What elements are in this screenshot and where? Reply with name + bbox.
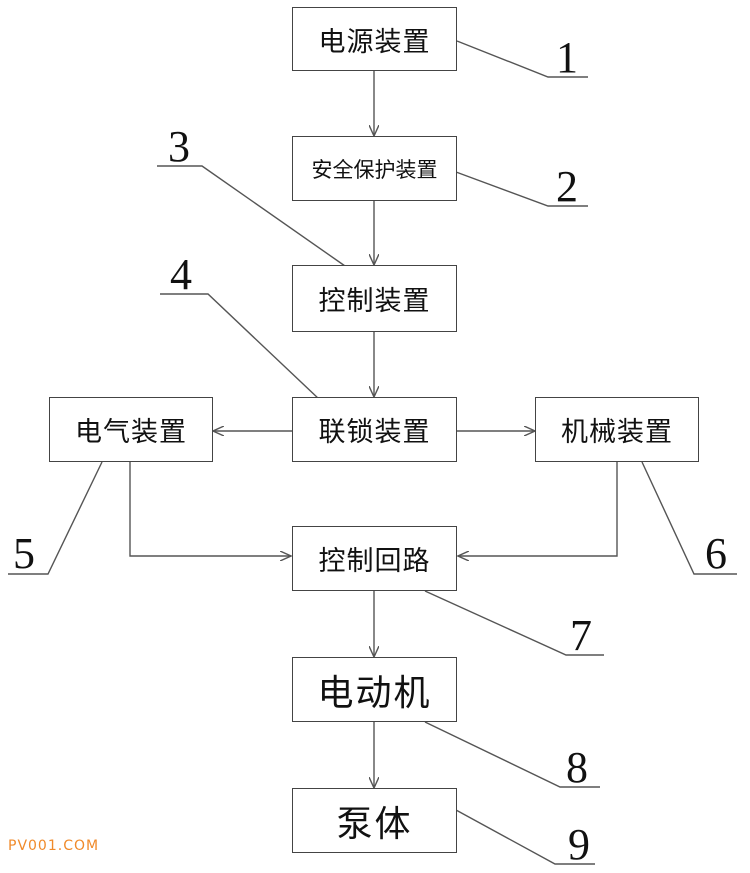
label-9: 9 (568, 820, 590, 869)
leader-2 (455, 171, 588, 207)
label-1: 1 (556, 33, 578, 82)
watermark-text: PV001.COM (8, 838, 100, 854)
label-3: 3 (168, 122, 190, 171)
safety-protection-box: 安全保护装置 (292, 136, 457, 201)
leader-4 (160, 293, 321, 401)
label-2: 2 (556, 162, 578, 211)
leader-8 (424, 721, 600, 788)
leader-6 (641, 461, 737, 575)
label-6: 6 (705, 529, 727, 578)
leader-1 (456, 40, 588, 78)
label-4: 4 (170, 250, 192, 299)
electrical-device-box: 电气装置 (49, 397, 213, 462)
label-5: 5 (13, 529, 35, 578)
power-supply-box: 电源装置 (292, 7, 457, 71)
leader-5 (8, 461, 103, 575)
interlock-device-box: 联锁装置 (292, 397, 457, 462)
leader-3 (157, 165, 346, 267)
pump-body-box: 泵体 (292, 788, 457, 853)
motor-box: 电动机 (292, 657, 457, 722)
control-device-box: 控制装置 (292, 265, 457, 332)
arrow-mechanical-to-circuit (458, 462, 618, 556)
label-7: 7 (570, 611, 592, 660)
arrow-electrical-to-circuit (129, 462, 291, 556)
label-8: 8 (566, 743, 588, 792)
leader-9 (455, 809, 595, 865)
control-circuit-box: 控制回路 (292, 526, 457, 591)
leader-7 (424, 590, 604, 656)
mechanical-device-box: 机械装置 (535, 397, 699, 462)
